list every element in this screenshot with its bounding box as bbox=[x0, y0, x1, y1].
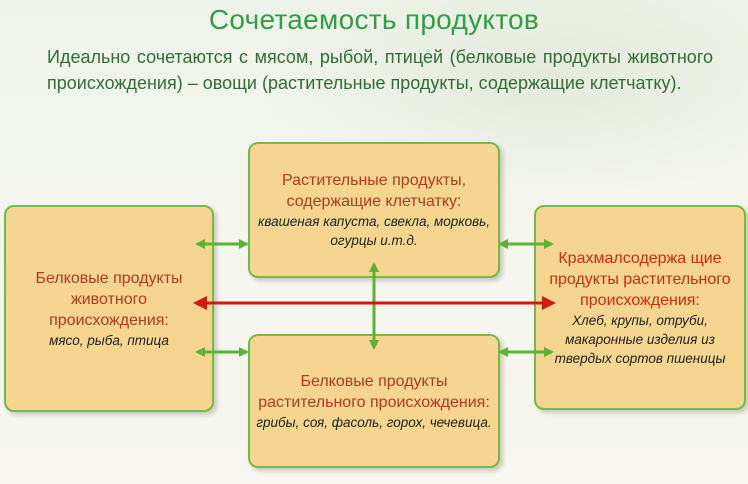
box-animal-protein-items: мясо, рыба, птица bbox=[49, 332, 169, 348]
box-fiber-vegetables-items: квашеная капуста, свекла, морковь, огурц… bbox=[257, 214, 491, 248]
intro-paragraph: Идеально сочетаются с мясом, рыбой, птиц… bbox=[47, 47, 713, 93]
page-title: Сочетаемость продуктов bbox=[208, 4, 540, 35]
box-plant-protein: Белковые продукты растительного происхож… bbox=[248, 334, 500, 468]
box-plant-protein-items: грибы, соя, фасоль, горох, чечевица. bbox=[256, 414, 492, 430]
box-starch-products-items: Хлеб, крупы, отруби, макаронные изделия … bbox=[554, 312, 726, 366]
box-animal-protein-heading: Белковые продукты животного происхождени… bbox=[35, 269, 183, 329]
box-fiber-vegetables: Растительные продукты, содержащие клетча… bbox=[248, 142, 500, 278]
box-starch-products-heading: Крахмалсодержа щие продукты растительног… bbox=[549, 249, 731, 309]
box-plant-protein-heading: Белковые продукты растительного происхож… bbox=[258, 372, 490, 411]
box-fiber-vegetables-heading: Растительные продукты, содержащие клетча… bbox=[281, 172, 467, 210]
box-animal-protein: Белковые продукты животного происхождени… bbox=[4, 205, 214, 412]
